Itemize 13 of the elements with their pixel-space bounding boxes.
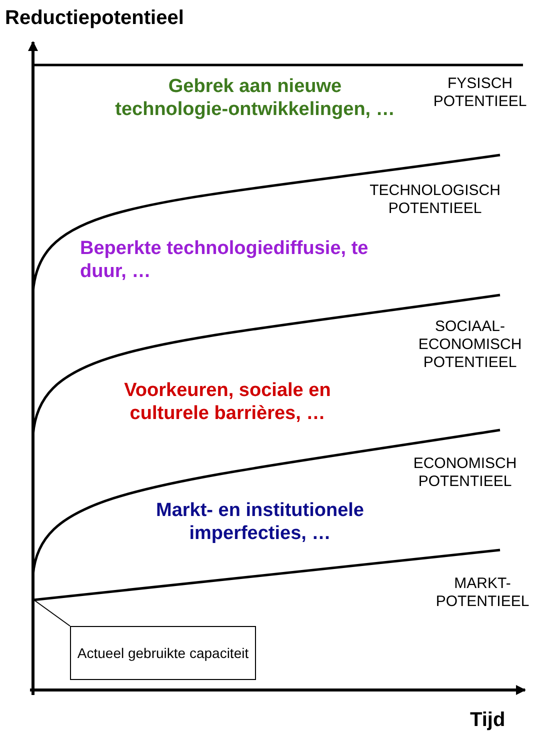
potential-label: MARKT-POTENTIEEL <box>434 575 530 611</box>
barrier-label: Beperkte technologiediffusie, te duur, … <box>80 238 370 284</box>
barrier-label: Markt- en institutionele imperfecties, … <box>155 500 365 546</box>
barrier-label: Voorkeuren, sociale en culturele barrières, … <box>123 380 332 426</box>
potential-label: ECONOMISCH POTENTIEEL <box>412 455 518 491</box>
potential-label: TECHNOLOGISCH POTENTIEEL <box>368 182 502 218</box>
axis-title: Reductiepotentieel <box>5 6 185 30</box>
leader-line <box>34 600 70 626</box>
barrier-label: Gebrek aan nieuwe technologie-ontwikkelingen, … <box>114 76 396 122</box>
axis-title: Tijd <box>470 708 506 732</box>
callout-box: Actueel gebruikte capaciteit <box>70 626 256 680</box>
potential-label: SOCIAAL-ECONOMISCH POTENTIEEL <box>417 318 523 372</box>
potential-label: FYSISCH POTENTIEEL <box>432 75 528 111</box>
